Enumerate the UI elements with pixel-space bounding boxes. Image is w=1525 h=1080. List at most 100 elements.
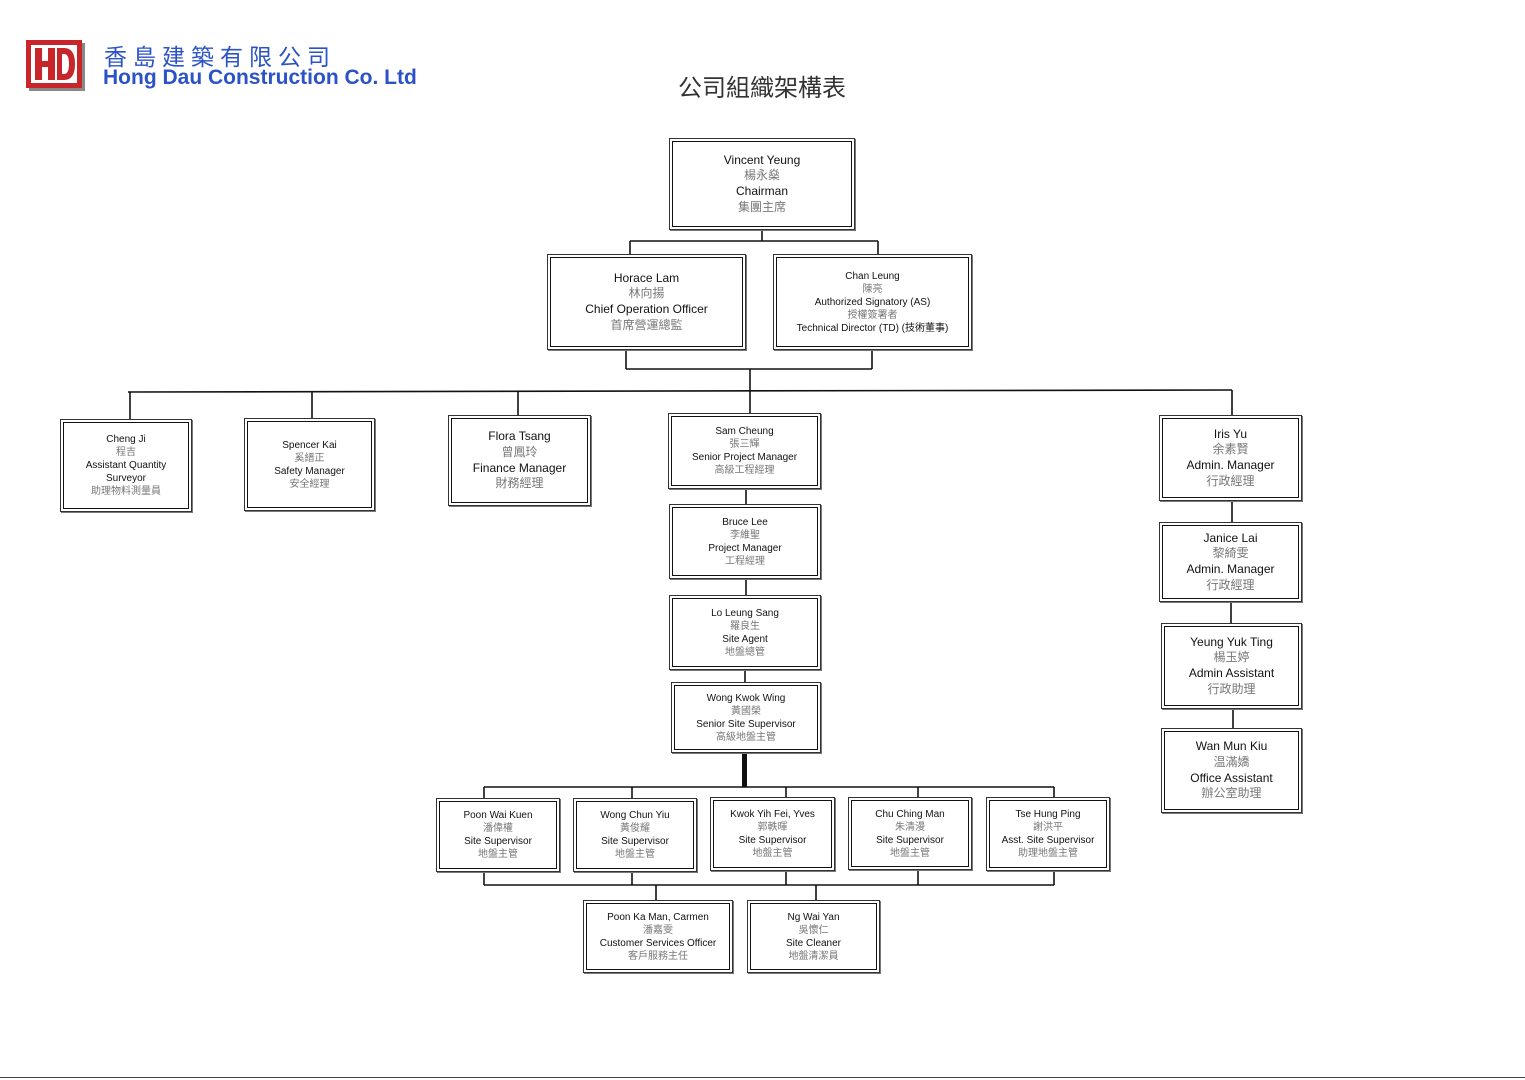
person-name-en: Kwok Yih Fei, Yves [730,809,815,820]
org-node-poon-ka-man: Poon Ka Man, Carmen 潘嘉雯 Customer Service… [583,900,733,973]
job-title-en: Site Supervisor [601,836,669,847]
job-title-en: Asst. Site Supervisor [1001,835,1095,846]
person-name-en: Cheng Ji [106,434,146,445]
person-name-zh: 張三輝 [729,439,760,450]
job-title-en: Senior Project Manager [691,452,798,463]
job-title-zh: 安全經理 [289,478,330,490]
org-node-bruce-lee: Bruce Lee 李維聖 Project Manager 工程經理 [669,504,821,579]
person-name-en: Wong Kwok Wing [706,692,786,704]
org-node-vincent-yeung: Vincent Yeung 楊永燊 Chairman 集團主席 [669,138,855,230]
job-title-en: Authorized Signatory (AS) [814,296,931,308]
job-title-zh: 授權簽署者 [847,309,898,321]
org-node-horace-lam: Horace Lam 林向揚 Chief Operation Officer 首… [547,254,746,350]
person-name-zh: 温滿嬌 [1213,754,1250,769]
job-title-en: Site Cleaner [785,937,842,949]
person-name-zh: 羅良生 [730,620,760,632]
person-name-en: Bruce Lee [722,516,768,528]
job-title-en: Assistant Quantity [85,460,167,471]
job-title-zh: 高級工程經理 [714,465,775,476]
job-title-zh: 財務經理 [495,476,544,491]
org-node-wong-kwok-wing: Wong Kwok Wing 黃國榮 Senior Site Superviso… [671,682,821,753]
job-title-zh: 首席營運總監 [610,317,683,332]
job-title-en: Safety Manager [274,465,345,477]
person-name-en: Janice Lai [1203,530,1258,545]
person-name-zh: 潘偉權 [483,823,513,834]
job-title-zh: 行政助理 [1207,681,1256,696]
org-node-cheng-ji: Cheng Ji 程吉 Assistant Quantity Surveyor … [60,419,192,512]
chart-title: 公司組織架構表 [678,74,846,102]
job-title-zh: 高級地盤主管 [716,731,776,743]
job-title-zh: 助理物料測量員 [91,486,161,497]
job-title-en: Senior Site Supervisor [696,718,796,730]
org-node-flora-tsang: Flora Tsang 曾鳳玲 Finance Manager 財務經理 [448,415,591,506]
person-name-zh: 潘嘉雯 [643,924,673,936]
person-name-zh: 楊永燊 [743,168,780,183]
job-title-en: Admin. Manager [1186,458,1275,472]
job-title-zh: 客戶服務主任 [628,950,688,962]
job-title-en: Site Supervisor [876,834,944,846]
person-name-zh: 郭軼暉 [757,822,788,833]
job-title-zh: 地盤總管 [725,646,765,658]
person-name-en: Iris Yu [1213,426,1248,441]
person-name-zh: 吳懷仁 [798,924,829,936]
connector-line [127,389,1233,393]
org-node-chu-ching-man: Chu Ching Man 朱清漫 Site Supervisor 地盤主管 [848,797,972,870]
job-title-en: Site Supervisor [738,835,807,846]
job-title-zh: 助理地盤主管 [1018,848,1078,859]
org-node-yeung-yuk-ting: Yeung Yuk Ting 楊玉婷 Admin Assistant 行政助理 [1161,623,1302,709]
job-title-en: Chairman [735,184,789,198]
job-title-en: Project Manager [708,542,782,554]
person-name-en: Poon Ka Man, Carmen [607,911,709,923]
job-title-en: Chief Operation Officer [585,302,708,316]
page-bottom-rule [0,1077,1525,1078]
person-name-en: Ng Wai Yan [787,911,840,923]
person-name-en: Flora Tsang [488,429,551,444]
company-name-zh: 香島建築有限公司 [104,45,336,71]
person-name-en: Poon Wai Kuen [463,810,533,821]
org-node-tse-hung-ping: Tse Hung Ping 謝洪平 Asst. Site Supervisor … [986,797,1110,871]
person-name-zh: 程吉 [116,447,136,458]
job-title-zh: 工程經理 [725,555,765,567]
person-name-zh: 奚縉正 [294,452,325,464]
job-title-zh: 行政經理 [1206,577,1255,592]
person-name-en: Spencer Kai [282,439,337,451]
person-name-en: Vincent Yeung [723,152,801,167]
person-name-en: Chan Leung [845,270,900,282]
org-node-poon-wai-kuen: Poon Wai Kuen 潘偉權 Site Supervisor 地盤主管 [436,798,560,872]
person-name-zh: 曾鳳玲 [501,444,538,459]
org-node-wan-mun-kiu: Wan Mun Kiu 温滿嬌 Office Assistant 辦公室助理 [1161,728,1302,813]
person-name-en: Sam Cheung [715,426,774,437]
person-name-en: Horace Lam [613,270,680,285]
job-title-en: Admin. Manager [1186,562,1275,576]
org-node-ng-wai-yan: Ng Wai Yan 吳懷仁 Site Cleaner 地盤清潔員 [747,900,880,973]
hd-logo-icon [26,40,85,91]
org-node-sam-cheung: Sam Cheung 張三輝 Senior Project Manager 高級… [668,413,821,489]
person-name-zh: 黃俊耀 [620,823,650,834]
connector-line [742,752,747,787]
job-title-secondary: Technical Director (TD) (技術董事) [796,322,949,334]
job-title-en: Site Agent [722,633,768,645]
org-node-lo-leung-sang: Lo Leung Sang 羅良生 Site Agent 地盤總管 [669,595,821,670]
person-name-zh: 朱清漫 [895,821,925,833]
job-title-zh: 地盤清潔員 [788,950,839,962]
job-title-en: Site Supervisor [464,836,532,847]
person-name-zh: 余素賢 [1212,442,1249,457]
job-title-en: Customer Services Officer [599,937,717,949]
org-node-janice-lai: Janice Lai 黎綺雯 Admin. Manager 行政經理 [1159,522,1302,602]
job-title-en: Admin Assistant [1188,666,1275,680]
org-node-wong-chun-yiu: Wong Chun Yiu 黃俊耀 Site Supervisor 地盤主管 [573,798,697,872]
org-node-iris-yu: Iris Yu 余素賢 Admin. Manager 行政經理 [1159,415,1302,501]
person-name-en: Wan Mun Kiu [1195,739,1268,754]
person-name-zh: 李維聖 [730,529,760,541]
job-title-en: Office Assistant [1190,770,1273,785]
person-name-zh: 陳亮 [862,283,883,295]
person-name-en: Tse Hung Ping [1015,809,1081,820]
company-name-en: Hong Dau Construction Co. Ltd [103,66,417,89]
job-title-zh: 地盤主管 [890,847,930,859]
person-name-zh: 謝洪平 [1033,822,1063,833]
person-name-zh: 黎綺雯 [1212,546,1249,561]
job-title-zh: 辦公室助理 [1201,786,1262,801]
job-title-zh: 地盤主管 [615,849,655,860]
person-name-en: Lo Leung Sang [711,607,779,619]
